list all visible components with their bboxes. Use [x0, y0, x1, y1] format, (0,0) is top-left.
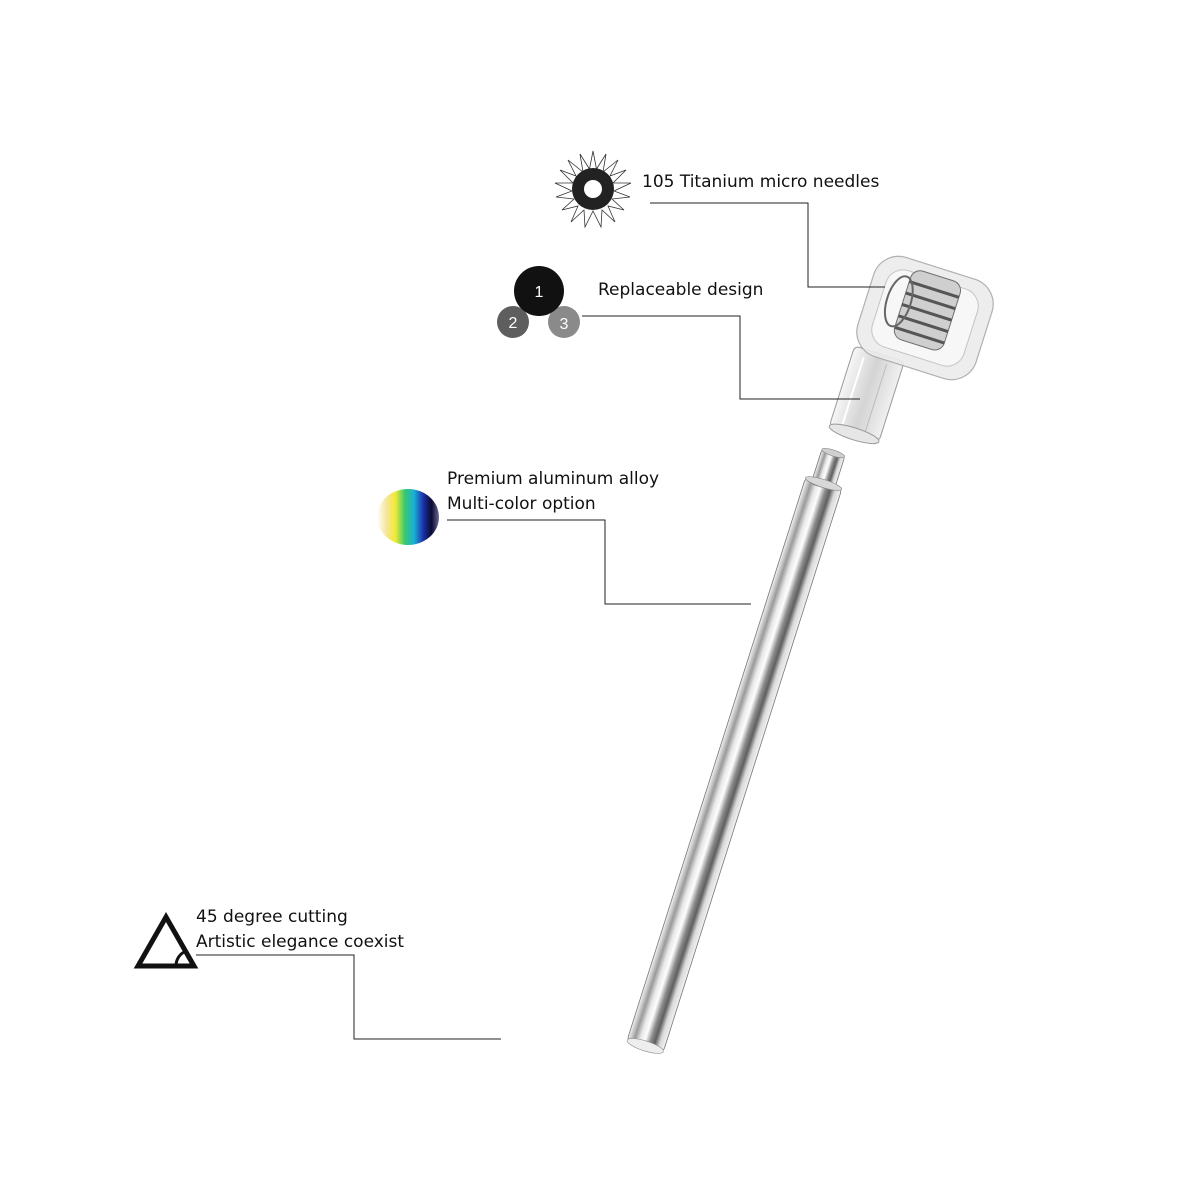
alloy-label-line2: Multi-color option [447, 494, 596, 514]
circle-1 [514, 266, 564, 316]
leader-line-needles [650, 202, 885, 288]
circle-2 [497, 306, 529, 338]
roller-head [828, 255, 994, 445]
leader-line-cutting [196, 954, 501, 1040]
triangle-angle-icon [133, 911, 199, 969]
replaceable-label: Replaceable design [598, 280, 764, 300]
leader-line-replaceable [582, 315, 860, 400]
leader-lines [196, 202, 885, 1040]
needles-label: 105 Titanium micro needles [642, 172, 880, 192]
cutting-label-line2: Artistic elegance coexist [196, 932, 405, 952]
circle-2-number: 2 [509, 315, 518, 332]
pen-handle [626, 448, 846, 1054]
spectrum-disc-icon [377, 489, 439, 545]
numbered-circles-icon: 1 2 3 [497, 266, 580, 338]
cutting-label-line1: 45 degree cutting [196, 907, 348, 927]
circle-3-number: 3 [560, 316, 569, 333]
sunburst-ring-icon [554, 150, 632, 229]
leader-line-alloy [447, 519, 751, 605]
circle-1-number: 1 [535, 284, 544, 301]
alloy-label-line1: Premium aluminum alloy [447, 469, 660, 489]
circle-3 [548, 306, 580, 338]
